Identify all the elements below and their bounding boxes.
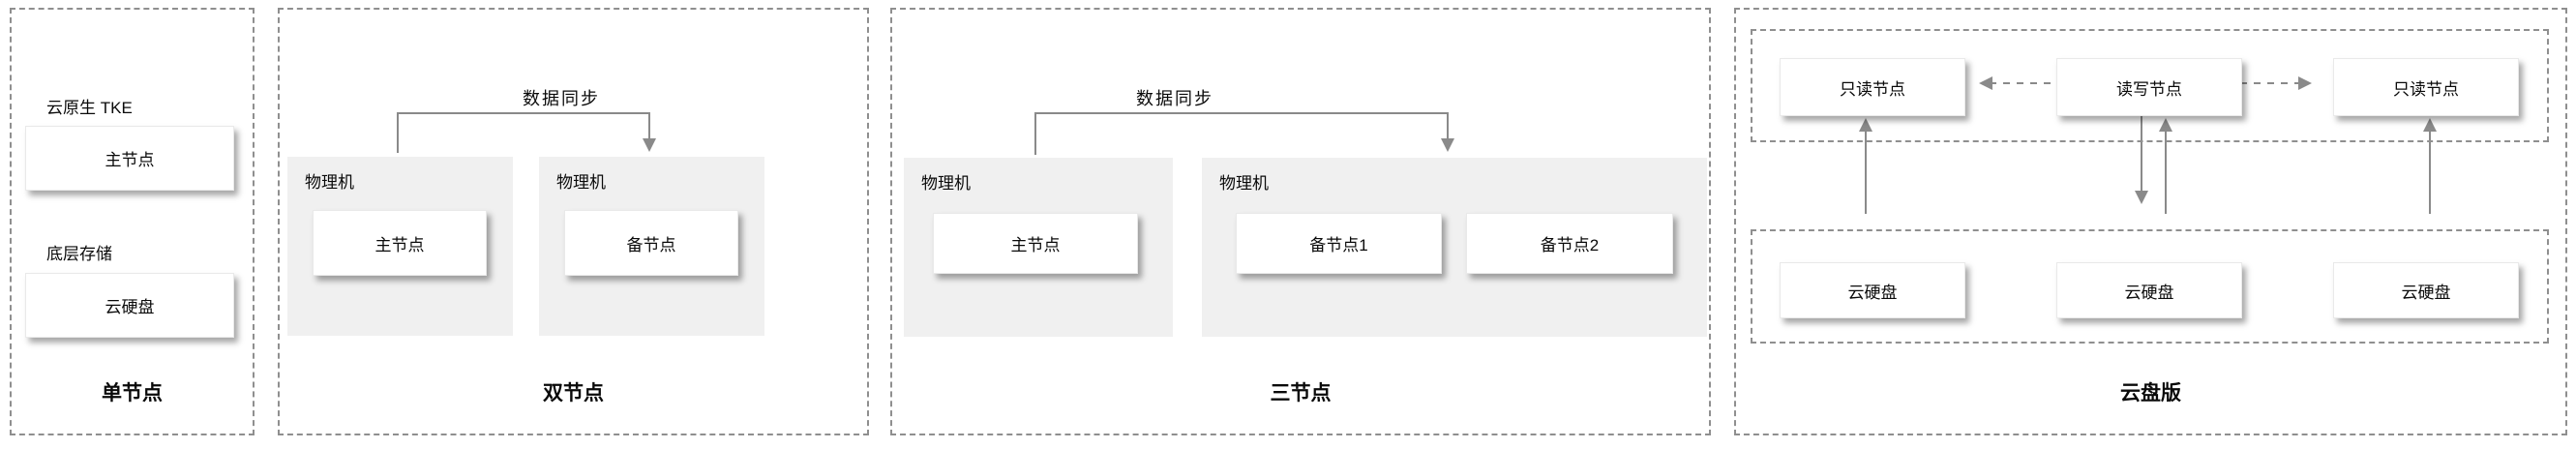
cloud-disk-left-box: 云硬盘 (1780, 262, 1965, 318)
cloud-disks-group: 云硬盘 云硬盘 云硬盘 (1751, 229, 2549, 344)
standby-node-box: 备节点 (564, 210, 738, 276)
master-node-box: 主节点 (313, 210, 487, 276)
panel-title-cloud-disk-edition: 云盘版 (2120, 382, 2181, 404)
physical-machine-label: 物理机 (921, 174, 971, 193)
panel-dual-node: 数据同步 物理机 主节点 物理机 备节点 双节点 (278, 8, 869, 435)
physical-machine-label: 物理机 (1219, 174, 1269, 193)
master-node-box: 主节点 (25, 126, 234, 191)
tke-section-label: 云原生 TKE (46, 99, 133, 117)
read-only-node-right-box: 只读节点 (2333, 58, 2519, 116)
data-sync-label: 数据同步 (1136, 89, 1213, 108)
physical-machine-label: 物理机 (556, 173, 606, 192)
physical-machine-primary: 物理机 主节点 (904, 158, 1173, 337)
panel-cloud-disk-edition: 只读节点 读写节点 只读节点 云硬盘 云硬盘 云硬盘 云盘版 (1734, 8, 2567, 435)
cloud-disk-middle-box: 云硬盘 (2056, 262, 2242, 318)
physical-machine-label: 物理机 (305, 173, 354, 192)
master-node-box: 主节点 (933, 213, 1138, 274)
read-only-node-left-box: 只读节点 (1780, 58, 1965, 116)
compute-nodes-group: 只读节点 读写节点 只读节点 (1751, 29, 2549, 142)
physical-machine-standby: 物理机 备节点1 备节点2 (1202, 158, 1707, 337)
physical-machine-standby: 物理机 备节点 (539, 157, 764, 336)
panel-three-node: 数据同步 物理机 主节点 物理机 备节点1 备节点2 三节点 (890, 8, 1711, 435)
cloud-disk-right-box: 云硬盘 (2333, 262, 2519, 318)
panel-title-three-node: 三节点 (1270, 382, 1332, 404)
standby-node-2-box: 备节点2 (1466, 213, 1673, 274)
panel-title-single-node: 单节点 (102, 382, 163, 404)
standby-node-1-box: 备节点1 (1236, 213, 1442, 274)
data-sync-label: 数据同步 (523, 89, 600, 108)
physical-machine-primary: 物理机 主节点 (287, 157, 513, 336)
panel-title-dual-node: 双节点 (543, 382, 604, 404)
read-write-node-box: 读写节点 (2056, 58, 2242, 116)
panel-single-node: 云原生 TKE 主节点 底层存储 云硬盘 单节点 (10, 8, 255, 435)
cloud-disk-box: 云硬盘 (25, 273, 234, 338)
storage-section-label: 底层存储 (46, 245, 112, 263)
